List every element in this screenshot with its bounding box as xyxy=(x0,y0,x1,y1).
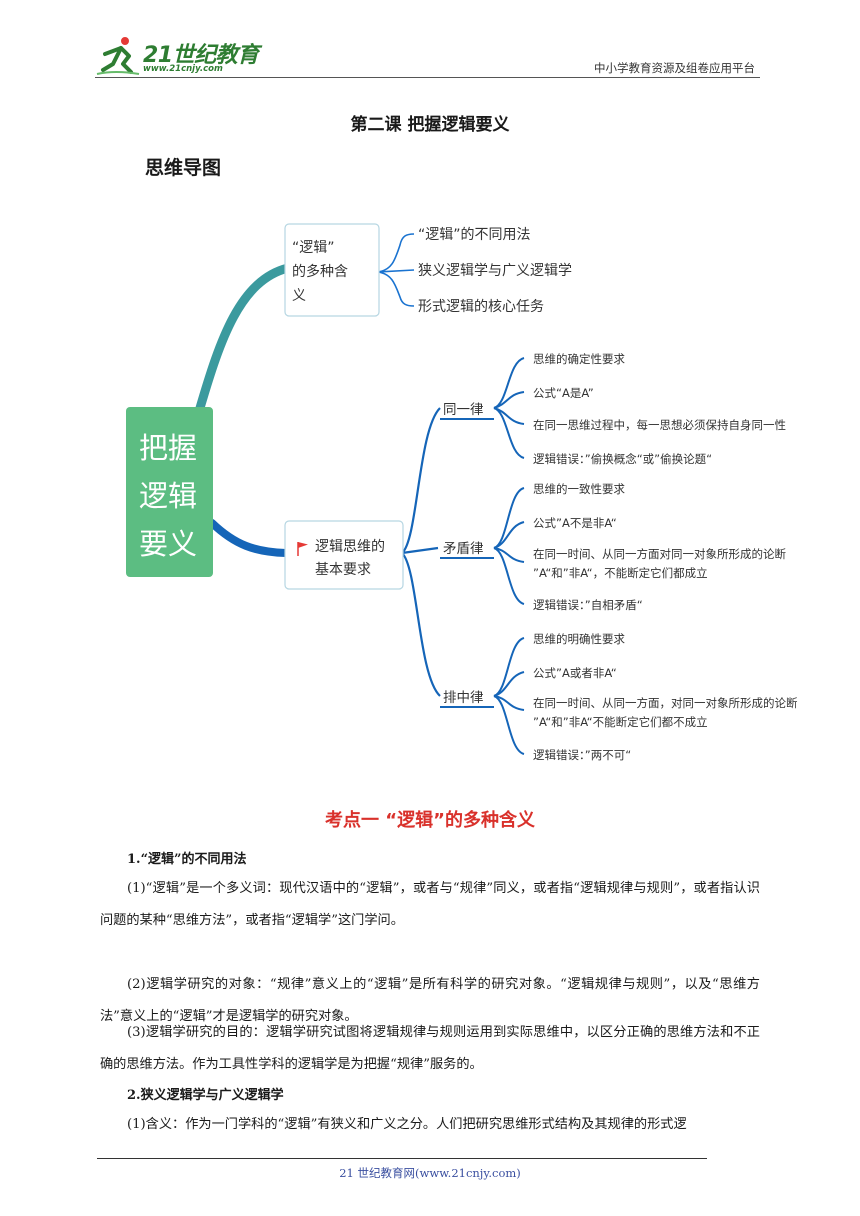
law2-item-3-line-1: 在同一时间、从同一方面对同一对象所形成的论断 xyxy=(533,547,786,561)
runner-logo-icon xyxy=(96,37,140,75)
law3-fan-1 xyxy=(493,637,525,697)
mindmap-heading: 思维导图 xyxy=(145,157,222,179)
header-divider xyxy=(95,77,760,78)
branch1-line-2: 的多种含 xyxy=(292,263,348,280)
law2-fan-4 xyxy=(493,547,525,605)
branch2-line-2: 基本要求 xyxy=(315,561,371,578)
connector-root-branch2 xyxy=(208,519,290,557)
flag-icon xyxy=(297,542,308,556)
law3-item-1: 思维的明确性要求 xyxy=(533,632,625,646)
connector-b2-law1 xyxy=(401,407,441,554)
footer-divider xyxy=(97,1158,707,1159)
law2-item-1: 思维的一致性要求 xyxy=(533,482,625,496)
branch1-item-3: 形式逻辑的核心任务 xyxy=(418,299,544,315)
law3-item-3-line-1: 在同一时间、从同一方面，对同一对象所形成的论断 xyxy=(533,696,798,710)
connector-b1-item1 xyxy=(377,233,415,273)
connector-b1-item3 xyxy=(377,271,415,307)
root-line-3: 要义 xyxy=(139,527,197,561)
branch2-line-1: 逻辑思维的 xyxy=(315,539,385,555)
law1-fan-2 xyxy=(493,391,525,409)
root-line-2: 逻辑 xyxy=(139,479,197,513)
lesson-title: 第二课 把握逻辑要义 xyxy=(350,115,510,135)
law2-item-3-line-2: ”A“和”非A“，不能断定它们都成立 xyxy=(533,566,708,580)
connector-b1-item2 xyxy=(377,269,415,273)
branch1-line-1: “逻辑” xyxy=(292,240,335,256)
branch1-node xyxy=(284,223,380,317)
law3-fan-4 xyxy=(493,695,525,755)
subheading-1: 1.“逻辑”的不同用法 xyxy=(127,852,247,867)
law3-item-3-line-2: ”A“和”非A“不能断定它们都不成立 xyxy=(533,715,708,729)
connector-root-branch1 xyxy=(195,263,293,413)
paragraph-3: (3)逻辑学研究的目的：逻辑学研究试图将逻辑规律与规则运用到实际思维中，以区分正… xyxy=(100,1025,760,1072)
law1-item-1: 思维的确定性要求 xyxy=(533,352,625,366)
law2-name: 矛盾律 xyxy=(443,541,484,557)
page-header: 21世纪教育 www.21cnjy.com 中小学教育资源及组卷应用平台 xyxy=(95,34,760,78)
law3-name: 排中律 xyxy=(443,690,484,706)
connector-b2-law2 xyxy=(401,546,439,555)
section-1-title: 考点一 “逻辑”的多种含义 xyxy=(325,810,535,831)
paragraph-4: (1)含义：作为一门学科的“逻辑”有狭义和广义之分。人们把研究思维形式结构及其规… xyxy=(127,1117,687,1132)
law3-fan-2 xyxy=(493,671,525,697)
brand-logo: 21世纪教育 www.21cnjy.com xyxy=(95,34,265,78)
brand-name: 21世纪教育 xyxy=(143,43,259,68)
paragraph-1: (1)“逻辑”是一个多义词：现代汉语中的“逻辑”，或者与“规律”同义，或者指“逻… xyxy=(100,881,760,928)
paragraph-2: (2)逻辑学研究的对象：“规律”意义上的“逻辑”是所有科学的研究对象。“逻辑规律… xyxy=(100,977,760,1024)
law1-fan-1 xyxy=(493,357,525,409)
platform-name: 中小学教育资源及组卷应用平台 xyxy=(594,61,755,75)
branch2-node xyxy=(284,520,404,590)
root-line-1: 把握 xyxy=(139,431,197,465)
law1-item-4: 逻辑错误：”偷换概念“或”偷换论题“ xyxy=(533,452,712,466)
law1-item-2: 公式“A是A” xyxy=(533,386,594,400)
branch1-line-3: 义 xyxy=(292,288,306,304)
brand-url: www.21cnjy.com xyxy=(143,64,223,74)
branch1-item-2: 狭义逻辑学与广义逻辑学 xyxy=(418,263,572,279)
law2-item-4: 逻辑错误：”自相矛盾“ xyxy=(533,598,643,612)
root-node xyxy=(126,407,213,577)
law1-name: 同一律 xyxy=(443,402,484,418)
law3-item-2: 公式”A或者非A“ xyxy=(533,666,617,680)
mind-map: 把握 逻辑 要义 “逻辑” 的多种含 义 “逻辑”的不同用法 狭义逻辑学与广义逻… xyxy=(126,223,798,762)
law1-item-3: 在同一思维过程中，每一思想必须保持自身同一性 xyxy=(533,418,786,432)
law1-fan-4 xyxy=(493,407,525,459)
law2-fan-1 xyxy=(493,487,525,549)
subheading-2: 2.狭义逻辑学与广义逻辑学 xyxy=(127,1088,284,1103)
branch1-item-1: “逻辑”的不同用法 xyxy=(418,227,531,243)
connector-b2-law3 xyxy=(401,552,441,697)
law2-item-2: 公式”A不是非A“ xyxy=(533,516,617,530)
footer-text: 21 世纪教育网(www.21cnjy.com) xyxy=(339,1166,521,1180)
law2-fan-2 xyxy=(493,521,525,549)
law3-item-4: 逻辑错误：”两不可“ xyxy=(533,748,631,762)
